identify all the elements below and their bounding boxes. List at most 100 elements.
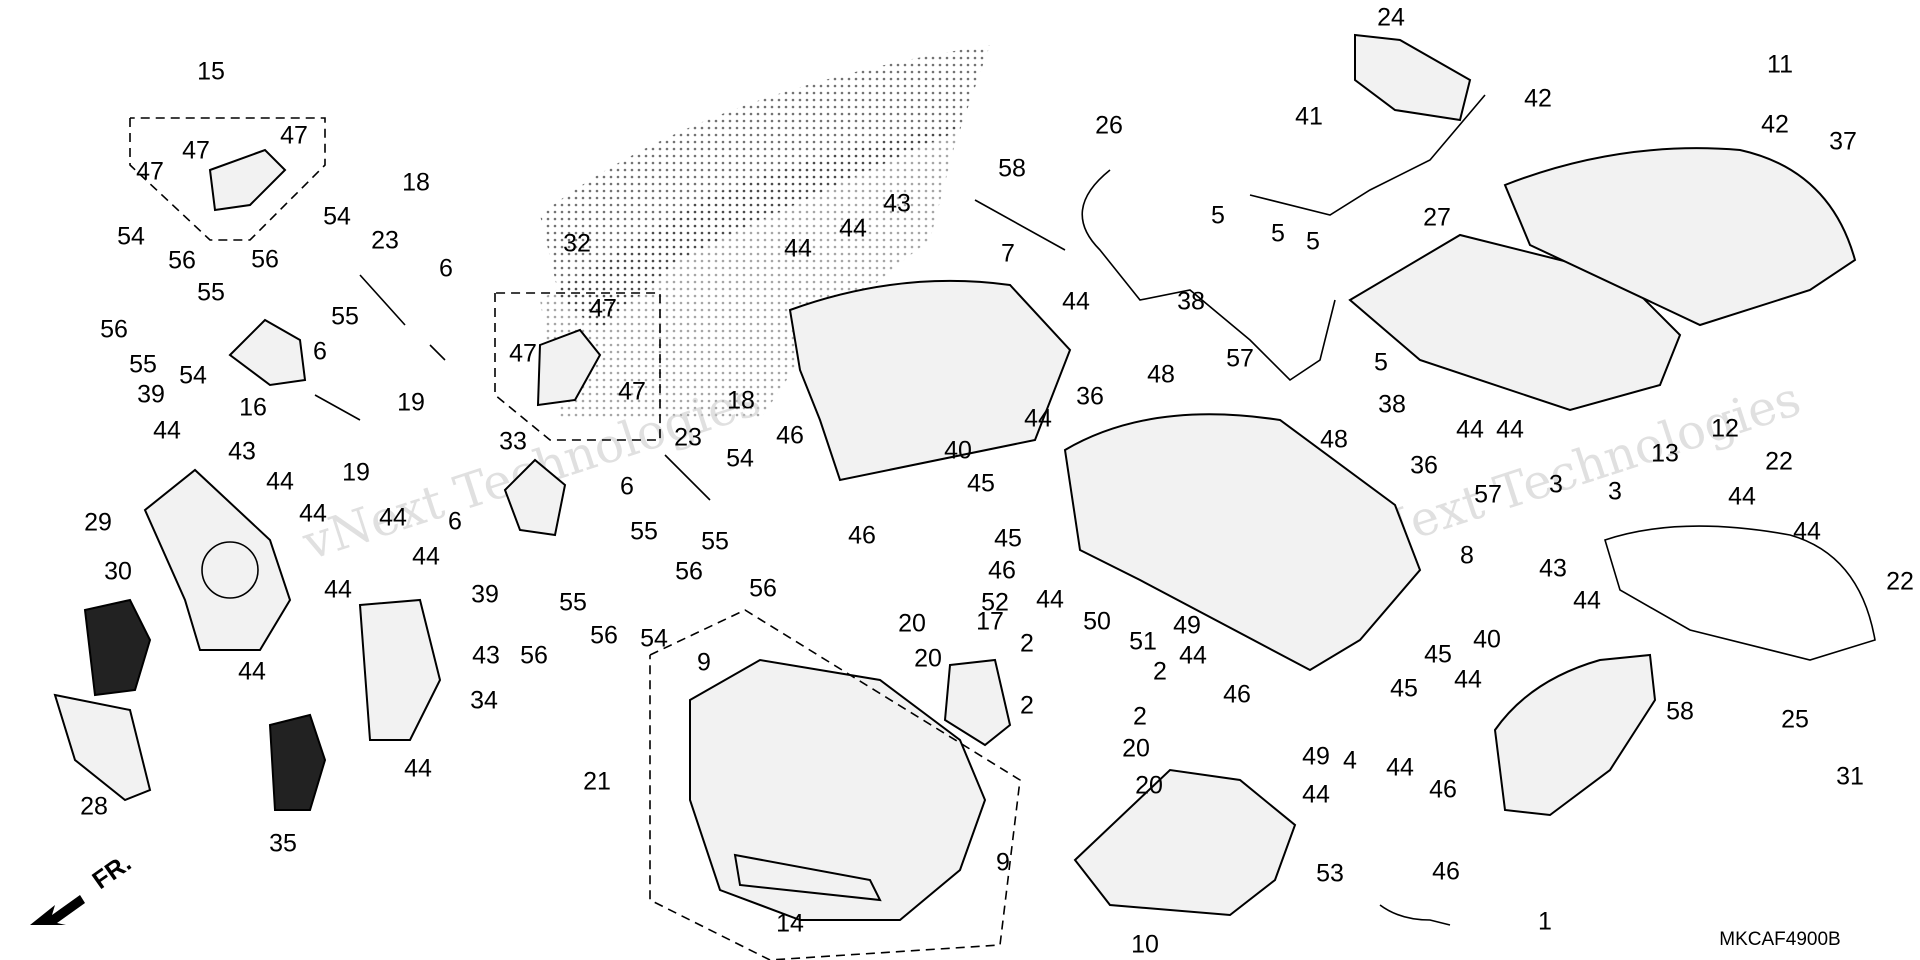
callout-2: 2 <box>1153 658 1167 686</box>
callout-6: 6 <box>439 255 453 283</box>
callout-44: 44 <box>1024 405 1052 433</box>
callout-40: 40 <box>1473 626 1501 654</box>
part-32-bracket <box>536 328 602 407</box>
callout-55: 55 <box>630 518 658 546</box>
part-17-bracket <box>943 658 1012 747</box>
dotted-area-lower <box>540 125 960 420</box>
part-21-frame <box>689 658 987 921</box>
part-34-panel <box>358 598 442 741</box>
callout-18: 18 <box>402 169 430 197</box>
callout-51: 51 <box>1129 628 1157 656</box>
callout-22: 22 <box>1765 448 1793 476</box>
callout-22: 22 <box>1886 568 1914 596</box>
callout-58: 58 <box>1666 698 1694 726</box>
callout-46: 46 <box>848 522 876 550</box>
callout-42: 42 <box>1524 85 1552 113</box>
callout-46: 46 <box>1429 776 1457 804</box>
callout-56: 56 <box>590 622 618 650</box>
callout-54: 54 <box>726 445 754 473</box>
callout-8: 8 <box>1460 542 1474 570</box>
callout-2: 2 <box>1133 703 1147 731</box>
callout-24: 24 <box>1377 4 1405 32</box>
callout-46: 46 <box>1432 858 1460 886</box>
callout-56: 56 <box>100 316 128 344</box>
part-19-bolt <box>314 394 361 421</box>
part-33-bracket <box>503 458 567 537</box>
part-16-bracket <box>228 318 307 387</box>
callout-46: 46 <box>1223 681 1251 709</box>
callout-44: 44 <box>379 504 407 532</box>
callout-47: 47 <box>136 158 164 186</box>
part-30-mesh <box>83 598 152 697</box>
callout-42: 42 <box>1761 111 1789 139</box>
callout-27: 27 <box>1423 204 1451 232</box>
callout-54: 54 <box>117 223 145 251</box>
callout-16: 16 <box>239 394 267 422</box>
callout-56: 56 <box>749 575 777 603</box>
callout-54: 54 <box>179 362 207 390</box>
part-14-plate <box>733 853 882 902</box>
callout-30: 30 <box>104 558 132 586</box>
callout-46: 46 <box>988 557 1016 585</box>
callout-28: 28 <box>80 793 108 821</box>
callout-25: 25 <box>1781 706 1809 734</box>
callout-44: 44 <box>1728 483 1756 511</box>
callout-44: 44 <box>299 500 327 528</box>
part-12-inner-cover <box>1348 233 1682 412</box>
callout-44: 44 <box>1496 416 1524 444</box>
callout-47: 47 <box>280 122 308 150</box>
callout-43: 43 <box>883 190 911 218</box>
callout-44: 44 <box>1456 416 1484 444</box>
callout-56: 56 <box>675 558 703 586</box>
callout-44: 44 <box>1179 642 1207 670</box>
callout-48: 48 <box>1320 426 1348 454</box>
callout-43: 43 <box>228 438 256 466</box>
callout-45: 45 <box>1424 641 1452 669</box>
callout-35: 35 <box>269 830 297 858</box>
callout-31: 31 <box>1836 763 1864 791</box>
part-8-inner-box <box>1063 413 1422 672</box>
callout-38: 38 <box>1378 391 1406 419</box>
callout-44: 44 <box>324 576 352 604</box>
callout-46: 46 <box>776 422 804 450</box>
part-26-cable <box>1081 169 1336 382</box>
callout-44: 44 <box>266 468 294 496</box>
callout-49: 49 <box>1173 612 1201 640</box>
callout-19: 19 <box>342 459 370 487</box>
callout-53: 53 <box>1316 860 1344 888</box>
callout-50: 50 <box>1083 608 1111 636</box>
part-27-cable <box>1249 94 1486 216</box>
callout-56: 56 <box>168 247 196 275</box>
callout-32: 32 <box>563 230 591 258</box>
callout-45: 45 <box>1390 675 1418 703</box>
front-arrow <box>30 895 85 925</box>
part-25-seal <box>1604 525 1876 661</box>
callout-44: 44 <box>1793 518 1821 546</box>
callout-36: 36 <box>1410 452 1438 480</box>
callout-47: 47 <box>618 378 646 406</box>
part-29-hole <box>201 541 259 599</box>
callout-17: 17 <box>976 608 1004 636</box>
callout-57: 57 <box>1474 481 1502 509</box>
callout-1: 1 <box>1538 908 1552 936</box>
callout-49: 49 <box>1302 743 1330 771</box>
part-29-panel <box>143 468 292 651</box>
part-6-pin <box>429 344 446 361</box>
part-24-latch <box>1354 33 1472 122</box>
callout-21: 21 <box>583 768 611 796</box>
callout-44: 44 <box>412 543 440 571</box>
callout-43: 43 <box>1539 555 1567 583</box>
callout-38: 38 <box>1177 288 1205 316</box>
callout-36: 36 <box>1076 383 1104 411</box>
part-58-strip <box>974 199 1066 251</box>
kit-outline-15 <box>129 117 326 241</box>
part-15-bracket <box>208 148 287 212</box>
diagram-code: MKCAF4900B <box>1719 929 1840 950</box>
part-28-trim <box>53 693 152 802</box>
callout-6: 6 <box>313 338 327 366</box>
callout-26: 26 <box>1095 112 1123 140</box>
part-10-panel <box>1073 768 1297 917</box>
callout-44: 44 <box>1302 781 1330 809</box>
callout-11: 11 <box>1767 51 1793 79</box>
callout-44: 44 <box>1454 666 1482 694</box>
